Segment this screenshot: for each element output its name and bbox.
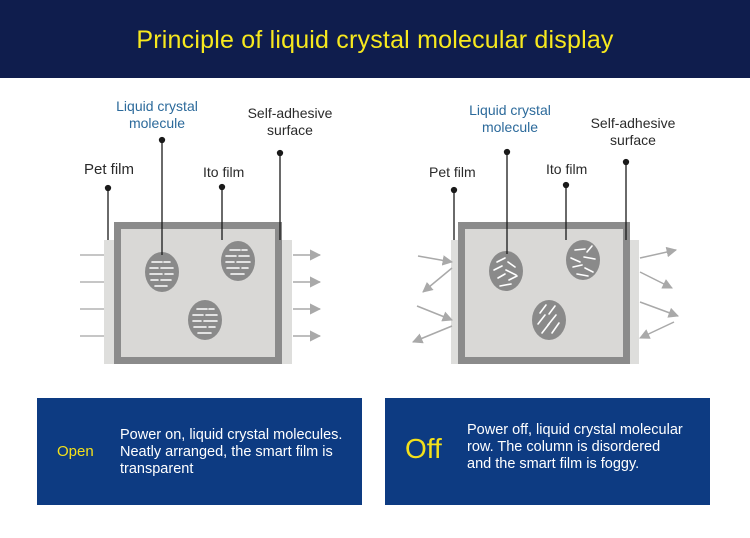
ito-label-right: Ito film [546, 161, 588, 177]
molecule-label-left: Liquid crystal molecule [116, 98, 198, 131]
title-banner: Principle of liquid crystal molecular di… [0, 0, 750, 78]
ito-label-left: Ito film [203, 164, 245, 180]
panel-off [412, 148, 679, 364]
pet-label-left: Pet film [84, 161, 135, 178]
leaders-left [104, 136, 284, 255]
leaders-right [450, 148, 630, 254]
off-tag: Off [405, 433, 442, 464]
molecule-right-3 [532, 300, 566, 340]
outgoing-light-left [293, 249, 322, 342]
incoming-light-left [80, 254, 104, 337]
power-on-box: Open Power on, liquid crystal molecules.… [37, 398, 362, 505]
incoming-light-right [412, 255, 454, 344]
panel-on [80, 136, 322, 364]
molecule-left-2 [221, 241, 255, 281]
power-off-description: Power off, liquid crystal molecular row.… [467, 422, 683, 472]
adhesive-label-left: Self-adhesive surface [247, 105, 333, 138]
page-title: Principle of liquid crystal molecular di… [136, 25, 614, 54]
molecule-right-2 [566, 240, 600, 280]
open-tag: Open [57, 443, 94, 460]
molecule-right-1 [489, 251, 523, 291]
adhesive-label-right: Self-adhesive surface [590, 115, 676, 148]
molecule-label-right: Liquid crystal molecule [469, 102, 551, 135]
molecule-left-3 [188, 300, 222, 340]
molecule-left-1 [145, 252, 179, 292]
power-off-box: Off Power off, liquid crystal molecular … [385, 398, 710, 505]
power-on-description: Power on, liquid crystal molecules. Neat… [120, 427, 343, 477]
outgoing-light-right [639, 246, 679, 339]
pet-label-right: Pet film [429, 164, 476, 180]
